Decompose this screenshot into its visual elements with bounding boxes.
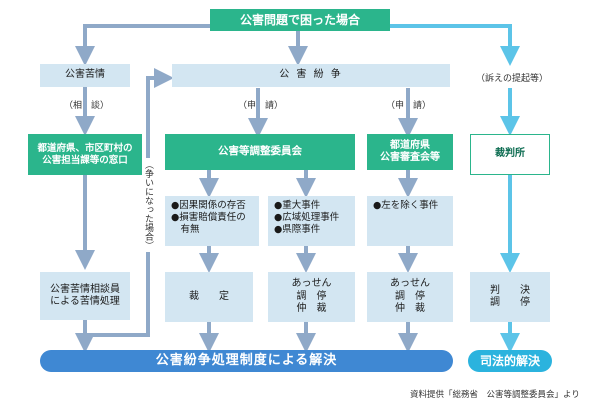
hanketsu-box: 判 決 調 停: [470, 272, 550, 322]
saitei-box: 裁 定: [165, 272, 253, 322]
label-shinsei-1: （申 請）: [238, 101, 284, 111]
source-credit: 資料提供「総務省 公害等調整委員会」より: [410, 390, 580, 400]
label-sosho: （訴えの提起等）: [476, 74, 549, 84]
label-shinsei-2: （申 請）: [386, 101, 432, 111]
bottom-main-bar: 公害紛争処理制度による解決: [40, 350, 453, 372]
chosei-iinkai-box: 公害等調整委員会: [165, 134, 355, 170]
assen-box-1: あっせん 調 停 仲 裁: [268, 272, 355, 322]
case-list-1: ●因果関係の存否 ●損害賠償責任の 有無: [165, 196, 259, 246]
saibansho-box: 裁判所: [470, 134, 550, 175]
case-list-3: ●左を除く事件: [367, 196, 453, 246]
label-arasoi: （争いになった場合）: [142, 158, 155, 252]
shinsakai-box: 都道府県 公害審査会等: [367, 134, 453, 170]
assen-box-2: あっせん 調 停 仲 裁: [367, 272, 453, 322]
case-list-2: ●重大事件 ●広域処理事件 ●県際事件: [268, 196, 355, 246]
bottom-judicial-bar: 司法的解決: [468, 350, 552, 372]
kougai-kujo-box: 公害苦情: [40, 64, 130, 87]
kujo-shori-box: 公害苦情相談員 による苦情処理: [40, 272, 130, 320]
label-sodan: （相 談）: [64, 101, 110, 111]
madoguchi-box: 都道府県、市区町村の 公害担当課等の窓口: [28, 134, 142, 175]
arrow-right-branch: [385, 24, 520, 66]
top-title-box: 公害問題で困った場合: [210, 9, 390, 31]
arrow-left-branch: [75, 24, 210, 66]
kougai-funso-box: 公 害 紛 争: [172, 64, 450, 87]
top-title: 公害問題で困った場合: [239, 12, 360, 27]
